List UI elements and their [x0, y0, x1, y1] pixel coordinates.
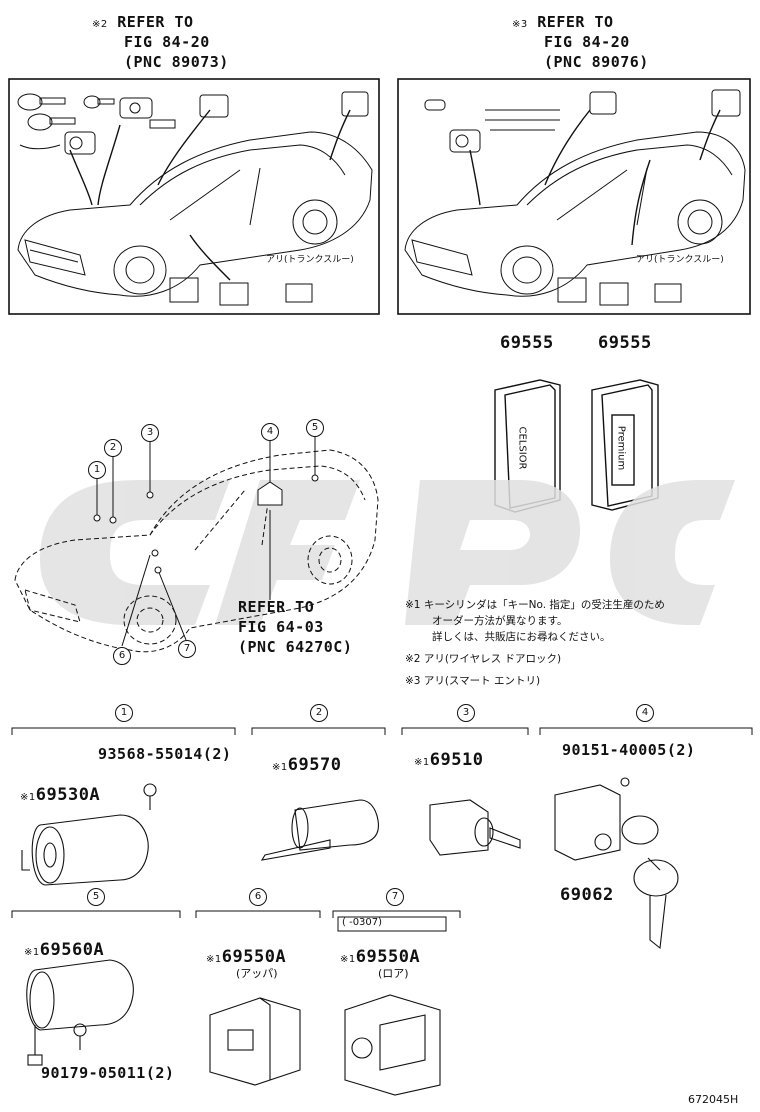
case-1-text: CELSIOR	[516, 426, 528, 470]
refer-right-sym: ※3	[512, 19, 528, 30]
group-2-sym: ※1	[272, 762, 288, 773]
note-1-line3: 詳しくは、共販店にお尋ねください。	[432, 631, 611, 643]
watermark-logo	[40, 480, 735, 625]
note-3-text: アリ(スマート エントリ)	[423, 675, 541, 687]
refer-right-line1: ※3 REFER TO	[512, 13, 614, 34]
refer-center-line1: REFER TO	[238, 598, 315, 616]
group-3-label: ※169510	[414, 751, 483, 772]
group-2-label: ※169570	[272, 756, 341, 777]
callout-1: 1	[88, 461, 106, 479]
group-1-num: 1	[115, 704, 133, 722]
group-4-num: 4	[636, 704, 654, 722]
group-3-num: 3	[457, 704, 475, 722]
group-2-num: 2	[310, 704, 328, 722]
group-brackets	[11, 727, 753, 932]
group-6-sub: (アッパ)	[236, 967, 278, 980]
inset-box-left	[8, 78, 380, 315]
group-5-sym: ※1	[24, 947, 40, 958]
inset-note-right: アリ(トランクスルー)	[636, 255, 724, 265]
note-1-line2: オーダー方法が異なります。	[432, 615, 568, 627]
refer-center-line3: (PNC 64270C)	[238, 638, 353, 656]
group-6-label: ※169550A	[206, 948, 286, 969]
case-2-text: Premium	[615, 425, 627, 471]
group-6-num: 6	[249, 888, 267, 906]
group-1-part: 69530A	[35, 785, 101, 805]
main-car-leader-lines	[93, 436, 319, 647]
group-7-part: 69550A	[355, 947, 421, 967]
refer-left-line1: ※2 REFER TO	[92, 13, 194, 34]
refer-right-text1: REFER TO	[537, 13, 614, 31]
inset-car-right	[404, 89, 746, 306]
callout-6: 6	[113, 647, 131, 665]
group-5-screw: 90179-05011(2)	[41, 1064, 175, 1082]
note-3: ※3 アリ(スマート エントリ)	[405, 673, 540, 689]
callout-3: 3	[141, 424, 159, 442]
group-1-bolt: 93568-55014(2)	[98, 745, 232, 763]
note-1-sym: ※1	[405, 599, 421, 611]
group-6-sym: ※1	[206, 954, 222, 965]
refer-right-line3: (PNC 89076)	[544, 53, 649, 71]
main-car-outline	[14, 449, 379, 653]
refer-left-line3: (PNC 89073)	[124, 53, 229, 71]
callout-7: 7	[178, 640, 196, 658]
group-7-label: ※169550A	[340, 948, 420, 969]
group-3-part: 69510	[429, 750, 484, 770]
group-5-label: ※169560A	[24, 941, 104, 962]
inset-box-right	[397, 78, 751, 315]
group-7-num: 7	[386, 888, 404, 906]
note-2: ※2 アリ(ワイヤレス ドアロック)	[405, 651, 561, 667]
refer-right-line2: FIG 84-20	[544, 33, 630, 51]
group-4-part: 69062	[560, 885, 614, 905]
case-2-part: 69555	[598, 333, 652, 353]
refer-center-line2: FIG 64-03	[238, 618, 324, 636]
part-illustrations	[21, 777, 679, 1096]
figure-id: 672045H	[688, 1093, 739, 1106]
note-2-sym: ※2	[405, 653, 421, 665]
callout-2: 2	[104, 439, 122, 457]
group-5-num: 5	[87, 888, 105, 906]
note-1-text1: キーシリンダは「キーNo. 指定」の受注生産のため	[423, 599, 665, 611]
callout-4: 4	[261, 423, 279, 441]
group-7-sub: (ロア)	[378, 967, 409, 980]
group-2-part: 69570	[287, 755, 342, 775]
inset-car-left	[17, 91, 373, 306]
group-7-sym: ※1	[340, 954, 356, 965]
note-3-sym: ※3	[405, 675, 421, 687]
group-3-sym: ※1	[414, 757, 430, 768]
callout-5: 5	[306, 419, 324, 437]
note-2-text: アリ(ワイヤレス ドアロック)	[423, 653, 562, 665]
refer-left-sym: ※2	[92, 19, 108, 30]
refer-left-line2: FIG 84-20	[124, 33, 210, 51]
inset-note-left: アリ(トランクスルー)	[266, 255, 354, 265]
note-1-line1: ※1 キーシリンダは「キーNo. 指定」の受注生産のため	[405, 597, 665, 613]
group-1-label: ※169530A	[20, 786, 100, 807]
group-5-part: 69560A	[39, 940, 105, 960]
group-1-sym: ※1	[20, 792, 36, 803]
group-4-screw: 90151-40005(2)	[562, 741, 696, 759]
refer-left-text1: REFER TO	[117, 13, 194, 31]
case-1-part: 69555	[500, 333, 554, 353]
group-7-range: ( -0307)	[342, 917, 383, 928]
group-6-part: 69550A	[221, 947, 287, 967]
